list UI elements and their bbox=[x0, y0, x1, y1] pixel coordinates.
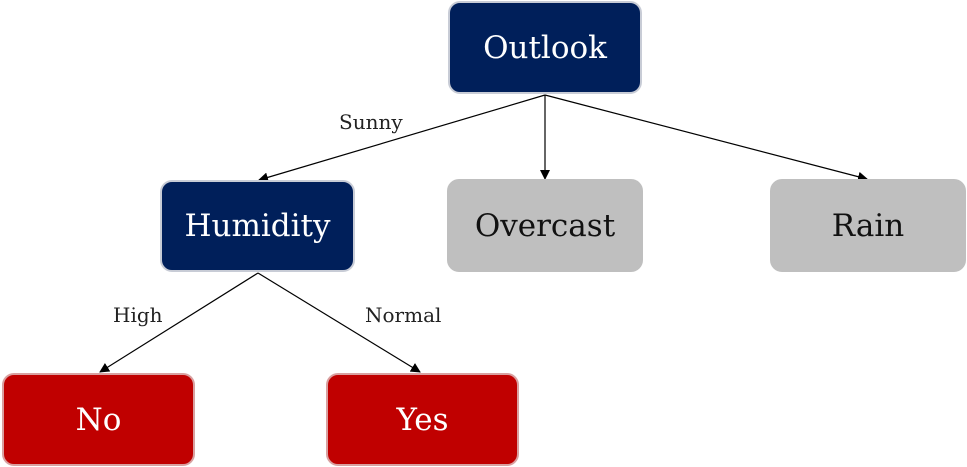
edge-outlook-rain bbox=[544, 94, 868, 182]
edge-label-high: High bbox=[113, 303, 163, 327]
node-outlook: Outlook bbox=[448, 1, 642, 94]
node-no: No bbox=[2, 373, 195, 466]
edge-humidity-yes bbox=[257, 272, 421, 373]
edge-humidity-no bbox=[99, 272, 259, 373]
node-rain: Rain bbox=[770, 179, 966, 272]
edge-label-sunny: Sunny bbox=[339, 110, 403, 134]
node-yes: Yes bbox=[326, 373, 519, 466]
node-overcast: Overcast bbox=[447, 179, 643, 272]
edge-label-normal: Normal bbox=[365, 303, 442, 327]
edge-outlook-humidity bbox=[258, 94, 546, 183]
node-humidity: Humidity bbox=[160, 180, 355, 272]
